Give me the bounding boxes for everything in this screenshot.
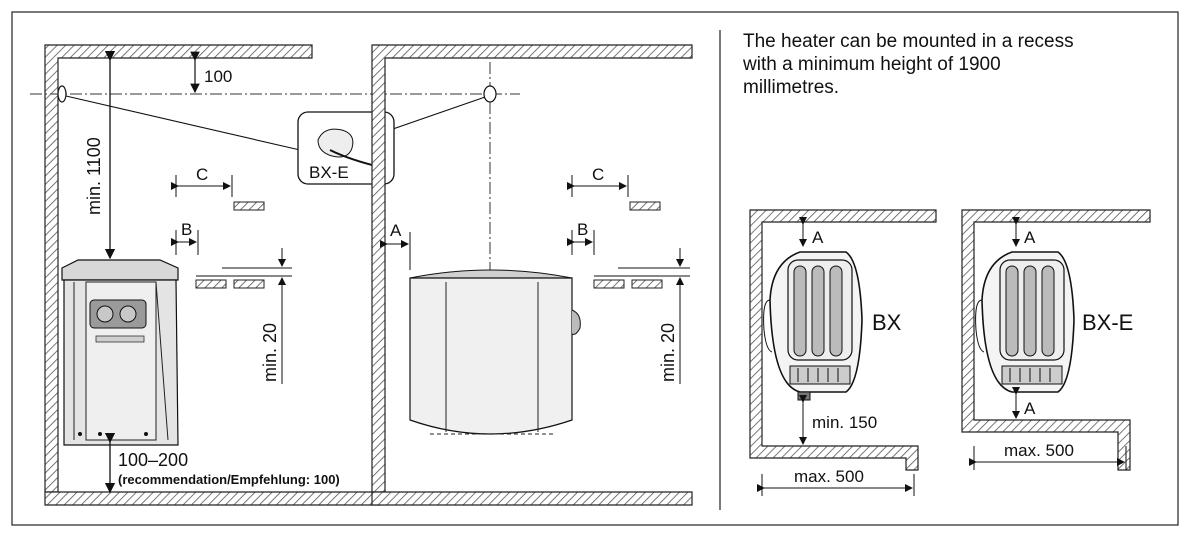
note-line-2: with a minimum height of 1900 (743, 54, 1001, 75)
bench-top-middle (629, 201, 661, 211)
bxe-a-bottom-label: A (1024, 399, 1036, 418)
top-gap-label: 100 (204, 67, 232, 86)
note-line-1: The heater can be mounted in a recess (743, 31, 1074, 52)
c-label-left: C (196, 165, 208, 184)
bx-recess-diagram: A BX min. 150 max. 500 (749, 209, 937, 496)
note-line-3: millimetres. (743, 77, 840, 98)
b-label-middle: B (577, 220, 588, 239)
heater-front-view (61, 259, 179, 446)
bx-min150-label: min. 150 (812, 413, 877, 432)
middle-floor-wall (371, 491, 693, 506)
height-min-label: min. 1100 (84, 137, 104, 215)
floor-gap-label: 100–200 (118, 450, 188, 470)
bxe-heater (975, 251, 1075, 393)
bx-a-label: A (812, 228, 824, 247)
sheet-border (11, 11, 1179, 526)
callout-label: BX-E (309, 163, 349, 182)
b-label-left: B (181, 220, 192, 239)
bench-slats-left (195, 279, 265, 289)
min20-label-left: min. 20 (260, 323, 280, 382)
bx-heater (763, 251, 863, 401)
heater-side-view (409, 269, 581, 435)
bench-top-left (233, 201, 265, 211)
ceiling-sensor (483, 85, 497, 103)
bxe-sensor-callout: BX-E (65, 95, 489, 185)
bench-slats-middle (593, 279, 663, 289)
middle-wall-diagram: A C B min. 20 (371, 44, 693, 506)
recommendation-label: (recommendation/Empfehlung: 100) (118, 472, 340, 487)
bx-recess-wall (749, 209, 937, 471)
bxe-recess-diagram: A BX-E A max. 500 (961, 209, 1151, 471)
a-label-middle: A (390, 221, 402, 240)
bxe-max500-label: max. 500 (1004, 441, 1074, 460)
recess-note: The heater can be mounted in a recess wi… (743, 30, 1163, 99)
left-wall-diagram: 100 min. 1100 100–200 (recommendation/Em… (30, 44, 520, 506)
min20-label-middle: min. 20 (658, 323, 678, 382)
left-floor-wall (44, 491, 381, 506)
wall-sensor-left (57, 85, 67, 103)
c-label-middle: C (592, 165, 604, 184)
bxe-a-top-label: A (1024, 228, 1036, 247)
bx-max500-label: max. 500 (794, 467, 864, 486)
bxe-recess-wall (961, 209, 1151, 471)
bx-name-label: BX (872, 310, 902, 335)
bxe-name-label: BX-E (1082, 310, 1133, 335)
